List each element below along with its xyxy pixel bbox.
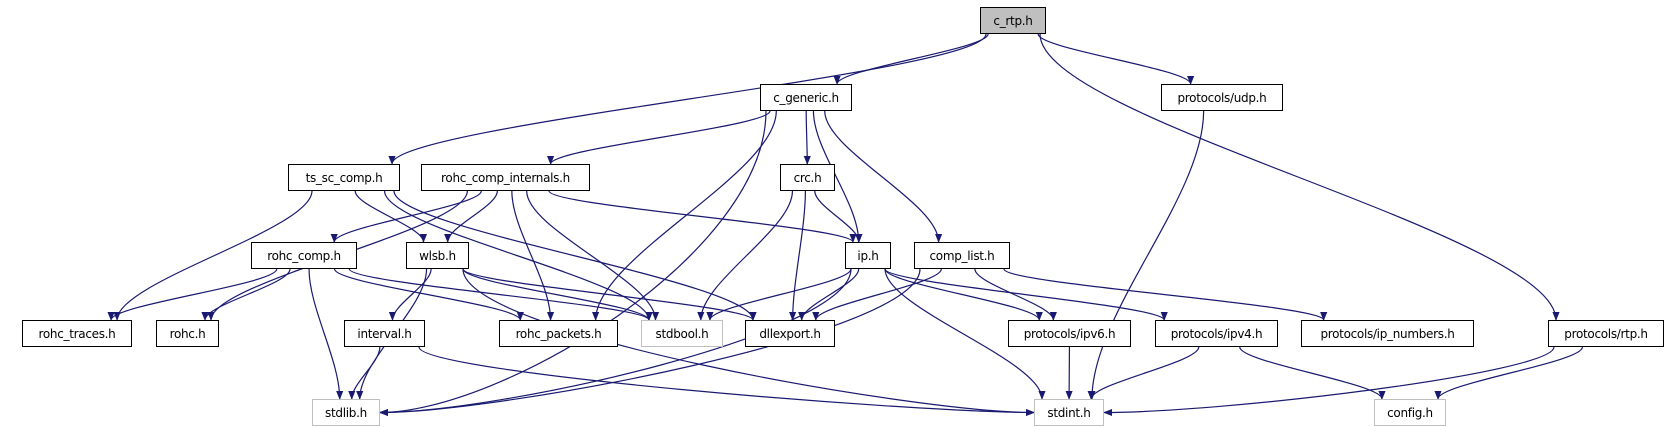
node-rohc[interactable]: rohc.h xyxy=(156,320,219,347)
node-rtp[interactable]: protocols/rtp.h xyxy=(1548,320,1664,347)
edge-wlsb-to-stdint xyxy=(462,268,1035,417)
edge-wlsb-to-stdbool xyxy=(462,268,653,321)
edge-crc-to-stdbool xyxy=(697,190,794,321)
node-config[interactable]: config.h xyxy=(1374,399,1446,426)
node-crc[interactable]: crc.h xyxy=(780,164,835,191)
node-dllexport[interactable]: dllexport.h xyxy=(745,320,835,347)
edge-ts-sc-comp-to-stdbool xyxy=(383,190,653,321)
node-rohc-comp-internals[interactable]: rohc_comp_internals.h xyxy=(421,164,590,191)
node-ipv4[interactable]: protocols/ipv4.h xyxy=(1155,320,1278,347)
node-c-rtp[interactable]: c_rtp.h xyxy=(980,7,1046,34)
edge-interval-to-stdlib xyxy=(348,346,381,400)
edge-c-rtp-to-c-generic xyxy=(833,33,989,85)
node-udp[interactable]: protocols/udp.h xyxy=(1161,84,1283,111)
edge-wlsb-to-interval xyxy=(388,268,432,321)
edge-ip-to-stdbool xyxy=(706,268,852,321)
edge-c-generic-to-comp-list xyxy=(824,110,943,243)
edge-rohc-comp-internals-to-rohc-comp xyxy=(330,190,482,243)
edge-comp-list-to-ip-numbers xyxy=(1003,268,1328,321)
edge-c-generic-to-crc xyxy=(803,110,811,165)
edge-ts-sc-comp-to-wlsb xyxy=(354,190,428,243)
edge-udp-to-stdint xyxy=(1088,110,1205,400)
node-comp-list[interactable]: comp_list.h xyxy=(914,242,1010,269)
edge-rohc-comp-internals-to-ip xyxy=(548,190,857,243)
node-rohc-traces[interactable]: rohc_traces.h xyxy=(22,320,132,347)
edge-ip-to-stdint xyxy=(884,268,1046,400)
edge-wlsb-to-dllexport xyxy=(462,268,757,321)
edge-rohc-comp-to-rohc xyxy=(201,268,291,321)
edge-rohc-comp-to-stdlib xyxy=(308,268,344,400)
edge-ipv4-to-stdint xyxy=(1087,346,1200,400)
edge-c-generic-to-rohc-comp-internals xyxy=(547,110,771,165)
edge-rtp-to-config xyxy=(1434,346,1584,400)
edge-rohc-comp-to-stdbool xyxy=(348,268,653,321)
edge-c-rtp-to-ts-sc-comp xyxy=(388,33,987,165)
edge-ip-to-dllexport xyxy=(798,268,860,321)
edge-ipv4-to-config xyxy=(1239,346,1386,400)
edge-c-generic-to-rohc-packets xyxy=(592,110,777,321)
edge-comp-list-to-ipv6 xyxy=(974,268,1057,321)
edge-ip-to-ipv6 xyxy=(884,268,1043,321)
edge-ip-to-ipv4 xyxy=(884,268,1168,321)
node-interval[interactable]: interval.h xyxy=(344,320,425,347)
edge-rohc-comp-internals-to-rohc-packets xyxy=(511,190,555,321)
node-ip-numbers[interactable]: protocols/ip_numbers.h xyxy=(1301,320,1474,347)
edge-rohc-comp-internals-to-wlsb xyxy=(444,190,498,243)
edge-c-rtp-to-udp xyxy=(1037,33,1195,85)
edge-comp-list-to-stdlib xyxy=(379,268,921,417)
edge-c-rtp-to-rtp xyxy=(1039,33,1560,321)
edge-ts-sc-comp-to-dllexport xyxy=(393,190,757,321)
node-ip[interactable]: ip.h xyxy=(845,242,891,269)
edge-rohc-comp-to-rohc-traces xyxy=(107,268,278,321)
edge-c-generic-to-ip xyxy=(812,110,863,243)
node-rohc-packets[interactable]: rohc_packets.h xyxy=(499,320,618,347)
edge-ts-sc-comp-to-rohc-traces xyxy=(113,190,313,321)
edge-crc-to-ip xyxy=(814,190,863,243)
node-stdint[interactable]: stdint.h xyxy=(1034,399,1104,426)
edge-rohc-comp-internals-to-stdbool xyxy=(526,190,660,321)
node-ts-sc-comp[interactable]: ts_sc_comp.h xyxy=(288,164,400,191)
node-stdlib[interactable]: stdlib.h xyxy=(312,399,380,426)
node-stdbool[interactable]: stdbool.h xyxy=(641,320,723,347)
node-wlsb[interactable]: wlsb.h xyxy=(406,242,469,269)
edge-rohc-comp-to-rohc-packets xyxy=(333,268,524,321)
edge-interval-to-stdint xyxy=(418,346,1035,417)
edge-crc-to-dllexport xyxy=(789,190,806,321)
node-c-generic[interactable]: c_generic.h xyxy=(760,84,852,111)
edge-c-generic-to-stdlib xyxy=(379,110,767,417)
edge-comp-list-to-dllexport xyxy=(812,268,942,321)
edge-rtp-to-stdint xyxy=(1103,346,1555,417)
node-ipv6[interactable]: protocols/ipv6.h xyxy=(1008,320,1131,347)
node-rohc-comp[interactable]: rohc_comp.h xyxy=(251,242,357,269)
